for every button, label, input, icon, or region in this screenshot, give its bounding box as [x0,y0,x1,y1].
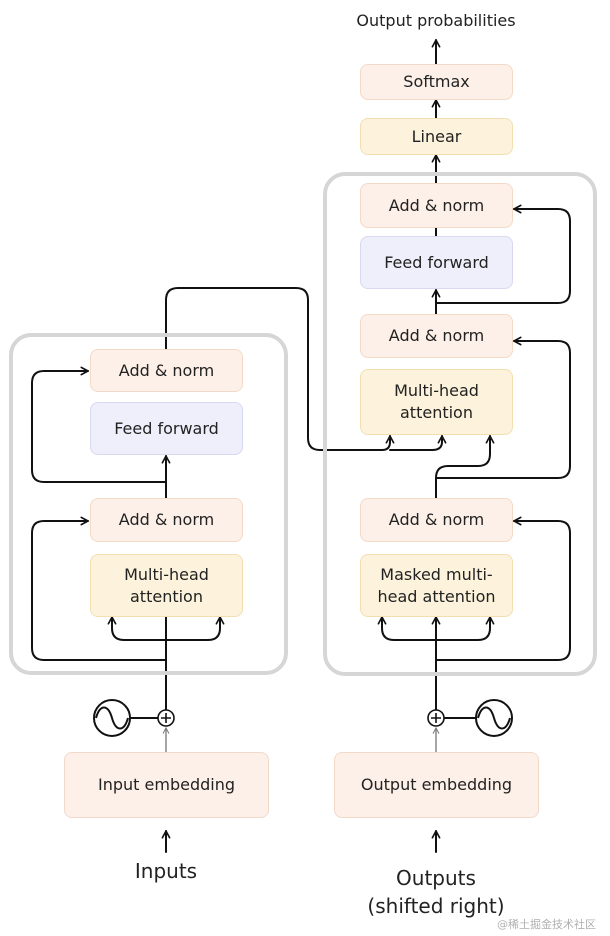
encoder-to-decoder-path [165,287,395,451]
encoder-attn-branches [107,616,167,641]
sine-wave-icon [475,699,513,737]
encoder-feed-forward: Feed forward [90,402,243,455]
decoder-add-norm-bottom: Add & norm [360,498,513,542]
decoder-stack [323,172,597,676]
encoder-stack [9,333,288,675]
decoder-multi-head-attention: Multi-head attention [360,369,513,435]
decoder-residual-2 [435,336,571,479]
decoder-residual-3 [435,204,571,304]
plus-icon [427,709,445,727]
decoder-addnorm-to-cross [435,435,495,499]
output-probabilities-label: Output probabilities [356,11,516,30]
decoder-add-norm-mid: Add & norm [360,314,513,358]
decoder-attn-branches [377,616,437,641]
encoder-residual-2 [31,366,167,483]
watermark: @稀土掘金技术社区 [497,918,596,931]
decoder-masked-multi-head-attention: Masked multi-head attention [360,554,513,617]
input-embedding-box: Input embedding [64,752,269,818]
encoder-multi-head-attention: Multi-head attention [90,554,243,617]
decoder-feed-forward: Feed forward [360,236,513,289]
outputs-sublabel: (shifted right) [367,894,505,918]
decoder-add-norm-top: Add & norm [360,183,513,228]
outputs-label: Outputs [396,866,476,890]
linear-box: Linear [360,118,513,155]
softmax-box: Softmax [360,64,513,100]
inputs-label: Inputs [134,859,198,883]
plus-icon [157,709,175,727]
encoder-residual-1 [31,516,167,661]
encoder-add-norm-top: Add & norm [90,349,243,392]
decoder-residual-1 [435,516,571,661]
encoder-add-norm-bottom: Add & norm [90,498,243,542]
output-embedding-box: Output embedding [334,752,539,818]
sine-wave-icon [93,699,131,737]
